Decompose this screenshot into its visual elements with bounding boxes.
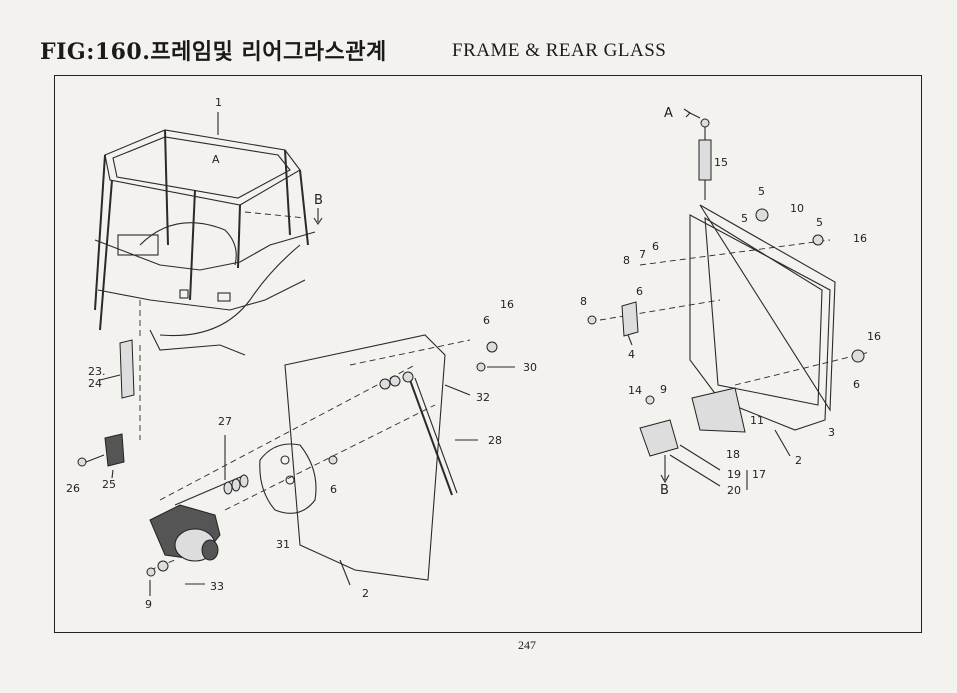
callout-9-right: 9 — [660, 383, 667, 396]
callout-19: 19 — [727, 468, 741, 481]
callout-6-lower-right: 6 — [853, 378, 860, 391]
callout-16-left: 16 — [500, 298, 514, 311]
diagram-frame — [54, 75, 922, 633]
callout-6-right-upper: 6 — [652, 240, 659, 253]
callout-7: 7 — [639, 248, 646, 261]
callout-26: 26 — [66, 482, 80, 495]
callout-10: 10 — [790, 202, 804, 215]
callout-16-upper-right: 16 — [853, 232, 867, 245]
callout-4: 4 — [628, 348, 635, 361]
callout-33: 33 — [210, 580, 224, 593]
callout-30: 30 — [523, 361, 537, 374]
callout-5-mid: 5 — [741, 212, 748, 225]
callout-23-24: 23.24 — [88, 365, 106, 390]
callout-8-lower: 8 — [580, 295, 587, 308]
callout-a-cabin: A — [212, 153, 220, 166]
callout-20: 20 — [727, 484, 741, 497]
wiper-motor-assembly — [146, 364, 436, 577]
callout-9-left: 9 — [145, 598, 152, 611]
figure-title: FIG:160.프레임및 리어그라스관계 — [40, 39, 387, 65]
callout-6-lower: 6 — [330, 483, 337, 496]
callout-14: 14 — [628, 384, 642, 397]
callout-6-right-mid: 6 — [636, 285, 643, 298]
callout-5-right: 5 — [816, 216, 823, 229]
left-small-parts — [77, 339, 141, 467]
callout-28: 28 — [488, 434, 502, 447]
callout-6-upper: 6 — [483, 314, 490, 327]
callout-16-lower-right: 16 — [867, 330, 881, 343]
callout-8-upper: 8 — [623, 254, 630, 267]
callout-b-glass: B — [660, 483, 669, 498]
callout-15: 15 — [714, 156, 728, 169]
callout-18: 18 — [726, 448, 740, 461]
callout-b-cabin: B — [314, 193, 323, 208]
callout-32: 32 — [476, 391, 490, 404]
callout-a-glass: A — [664, 106, 673, 121]
callout-1: 1 — [215, 96, 222, 109]
callout-27: 27 — [218, 415, 232, 428]
callout-2-right: 2 — [795, 454, 802, 467]
callout-25: 25 — [102, 478, 116, 491]
cabin-frame-drawing — [94, 112, 323, 356]
rear-glass-left — [259, 334, 515, 581]
callout-11: 11 — [750, 414, 764, 427]
callout-3: 3 — [828, 426, 835, 439]
callout-17: 17 — [752, 468, 766, 481]
callout-31: 31 — [276, 538, 290, 551]
rear-glass-right — [587, 108, 871, 484]
figure-title-english: FRAME & REAR GLASS — [452, 40, 667, 61]
page-number: 247 — [518, 638, 536, 652]
callout-2-left: 2 — [362, 587, 369, 600]
leader-lines — [99, 334, 791, 596]
callout-5-top: 5 — [758, 185, 765, 198]
